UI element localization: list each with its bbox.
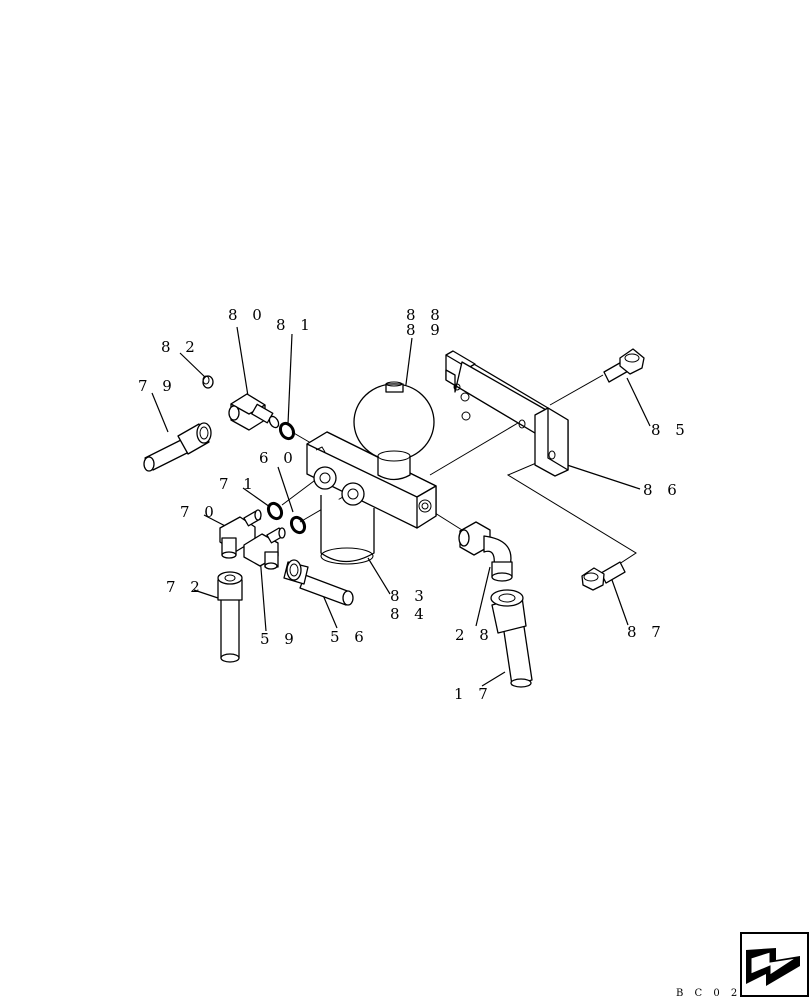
- label-82: 8 2: [161, 338, 200, 356]
- label-56: 5 6: [330, 628, 369, 646]
- o-rings: [266, 421, 307, 535]
- label-88: 8 8: [406, 306, 445, 324]
- label-89: 8 9: [406, 321, 445, 339]
- label-81: 8 1: [276, 316, 315, 334]
- mounting-bracket: [445, 350, 569, 477]
- hose-end-17: [490, 589, 533, 688]
- label-79: 7 9: [138, 377, 177, 395]
- label-86: 8 6: [643, 481, 682, 499]
- elbow-fitting-28: [458, 521, 513, 582]
- label-59: 5 9: [260, 630, 299, 648]
- part-labels: 8 0 8 1 8 2 7 9 8 8 8 9 8 5 8 6 6 0 7 1 …: [138, 306, 690, 703]
- hose-end-56: [283, 559, 354, 606]
- hose-end-72: [217, 571, 243, 663]
- label-83: 8 3: [390, 587, 429, 605]
- label-28: 2 8: [455, 626, 494, 644]
- label-84: 8 4: [390, 605, 429, 623]
- label-87: 8 7: [627, 623, 666, 641]
- label-70: 7 0: [180, 503, 219, 521]
- label-72: 7 2: [166, 578, 205, 596]
- plug-82: [202, 375, 214, 389]
- bolt-87: [581, 561, 626, 591]
- elbow-fitting-59: [243, 527, 286, 570]
- label-60: 6 0: [259, 449, 298, 467]
- o-ring-71: [266, 501, 284, 521]
- bolt-85: [603, 348, 645, 383]
- o-ring-81: [278, 421, 296, 441]
- label-17: 1 7: [454, 685, 493, 703]
- label-85: 8 5: [651, 421, 690, 439]
- diagram-code: B C 0 2 G 0 7: [676, 988, 796, 999]
- hose-end-79: [143, 422, 212, 472]
- manifold-block: [306, 381, 437, 565]
- label-80: 8 0: [228, 306, 267, 324]
- page-arrow-icon[interactable]: [740, 932, 809, 997]
- elbow-fitting-80: [228, 393, 280, 431]
- label-71: 7 1: [219, 475, 258, 493]
- o-ring-60: [289, 515, 307, 535]
